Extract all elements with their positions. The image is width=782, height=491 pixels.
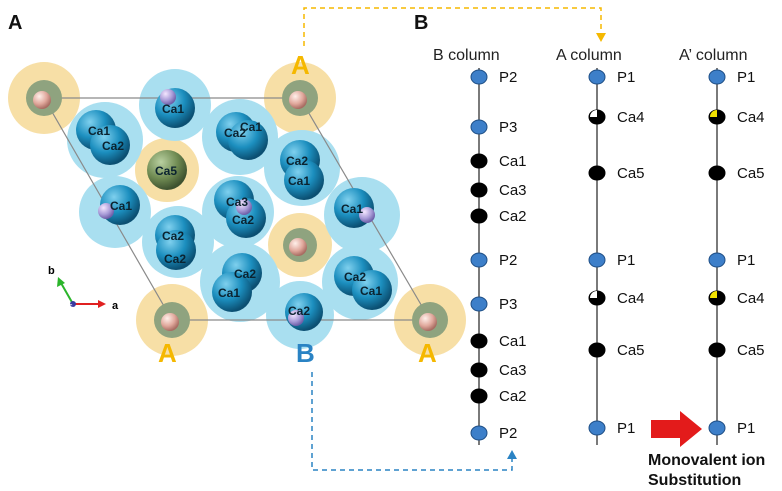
- atom-label: Ca2: [288, 304, 310, 318]
- a-column-atoms: [26, 80, 448, 338]
- calcium-site: [588, 165, 606, 181]
- atom-label: Ca2: [234, 267, 256, 281]
- site-label: Ca4: [737, 109, 765, 126]
- phosphorus-site: [470, 425, 488, 441]
- calcium-site: [470, 182, 488, 198]
- phosphorus-site: [588, 420, 606, 436]
- site-label: P1: [737, 420, 755, 437]
- atom-label: Ca1: [341, 202, 363, 216]
- ca-atoms: [76, 88, 392, 331]
- site-label: Ca4: [737, 290, 765, 307]
- panel-a-label: A: [8, 12, 23, 34]
- site-label: Ca1: [499, 153, 527, 170]
- site-label: Ca5: [737, 342, 765, 359]
- atom-label: Ca1: [218, 286, 240, 300]
- b-column-label: B: [296, 338, 315, 368]
- atom-label: Ca1: [162, 102, 184, 116]
- left-a-label: A: [158, 338, 177, 368]
- site-label: P2: [499, 69, 517, 86]
- atom-label: Ca2: [102, 139, 124, 153]
- phosphorus-site: [708, 69, 726, 85]
- site-label: Ca3: [499, 182, 527, 199]
- site-label: Ca5: [737, 165, 765, 182]
- phosphorus-site: [470, 69, 488, 85]
- atom-label: Ca2: [286, 154, 308, 168]
- calcium-site: [470, 208, 488, 224]
- site-label: P1: [617, 252, 635, 269]
- vacancy-fraction: [590, 110, 597, 117]
- site-label: Ca1: [499, 333, 527, 350]
- caption-line-2: Substitution: [648, 472, 741, 489]
- substitution-arrow: [651, 411, 702, 447]
- phosphorus-site: [470, 252, 488, 268]
- phosphorus-site: [470, 296, 488, 312]
- atom-labels: Ca1Ca2Ca1Ca2Ca1Ca2Ca1Ca1Ca2Ca2Ca3Ca2Ca1C…: [88, 102, 382, 318]
- atom-label: Ca5: [155, 164, 177, 178]
- column-title: B column: [433, 47, 500, 64]
- calcium-site: [470, 153, 488, 169]
- axis-a-label: a: [112, 300, 119, 312]
- atom-label: Ca1: [110, 199, 132, 213]
- axis-b-label: b: [48, 265, 55, 277]
- atom-label: Ca2: [162, 229, 184, 243]
- atom-label: Ca3: [226, 195, 248, 209]
- site-label: P1: [737, 252, 755, 269]
- site-label: Ca2: [499, 208, 527, 225]
- atom-label: Ca2: [164, 252, 186, 266]
- calcium-site: [470, 333, 488, 349]
- calcium-site: [708, 165, 726, 181]
- site-label: Ca2: [499, 388, 527, 405]
- calcium-site: [470, 388, 488, 404]
- atom-label: Ca1: [360, 284, 382, 298]
- right-a-label: A: [418, 338, 437, 368]
- axis-c-label: c: [69, 303, 73, 310]
- site-label: P3: [499, 296, 517, 313]
- calcium-site: [470, 362, 488, 378]
- column-title: A’ column: [679, 47, 747, 64]
- calcium-site: [708, 342, 726, 358]
- site-label: P2: [499, 425, 517, 442]
- atom-label: Ca1: [288, 174, 310, 188]
- phosphorus-site: [708, 420, 726, 436]
- site-label: Ca5: [617, 342, 645, 359]
- phosphorus-site: [588, 252, 606, 268]
- column-title: A column: [556, 47, 622, 64]
- calcium-site: [588, 342, 606, 358]
- vacancy-fraction: [590, 291, 597, 298]
- site-label: Ca4: [617, 109, 645, 126]
- site-label: P1: [617, 69, 635, 86]
- site-label: Ca3: [499, 362, 527, 379]
- site-label: Ca5: [617, 165, 645, 182]
- atom-label: Ca1: [240, 120, 262, 134]
- site-label: P1: [617, 420, 635, 437]
- phosphorus-site: [470, 119, 488, 135]
- atom-label: Ca2: [344, 270, 366, 284]
- dashed-connectors: [303, 7, 606, 471]
- p-atoms: [98, 89, 375, 326]
- panel-b-label: B: [414, 12, 429, 34]
- site-label: P3: [499, 119, 517, 136]
- phosphorus-site: [708, 252, 726, 268]
- top-a-label: A: [291, 50, 310, 80]
- caption-line-1: Monovalent ion: [648, 452, 765, 469]
- coordinate-axes: b a c: [48, 265, 119, 312]
- site-label: P1: [737, 69, 755, 86]
- phosphorus-site: [588, 69, 606, 85]
- substituted-fraction: [710, 110, 717, 117]
- atom-label: Ca2: [224, 126, 246, 140]
- site-label: P2: [499, 252, 517, 269]
- substituted-fraction: [710, 291, 717, 298]
- site-label: Ca4: [617, 290, 645, 307]
- atom-label: Ca2: [232, 213, 254, 227]
- atom-label: Ca1: [88, 124, 110, 138]
